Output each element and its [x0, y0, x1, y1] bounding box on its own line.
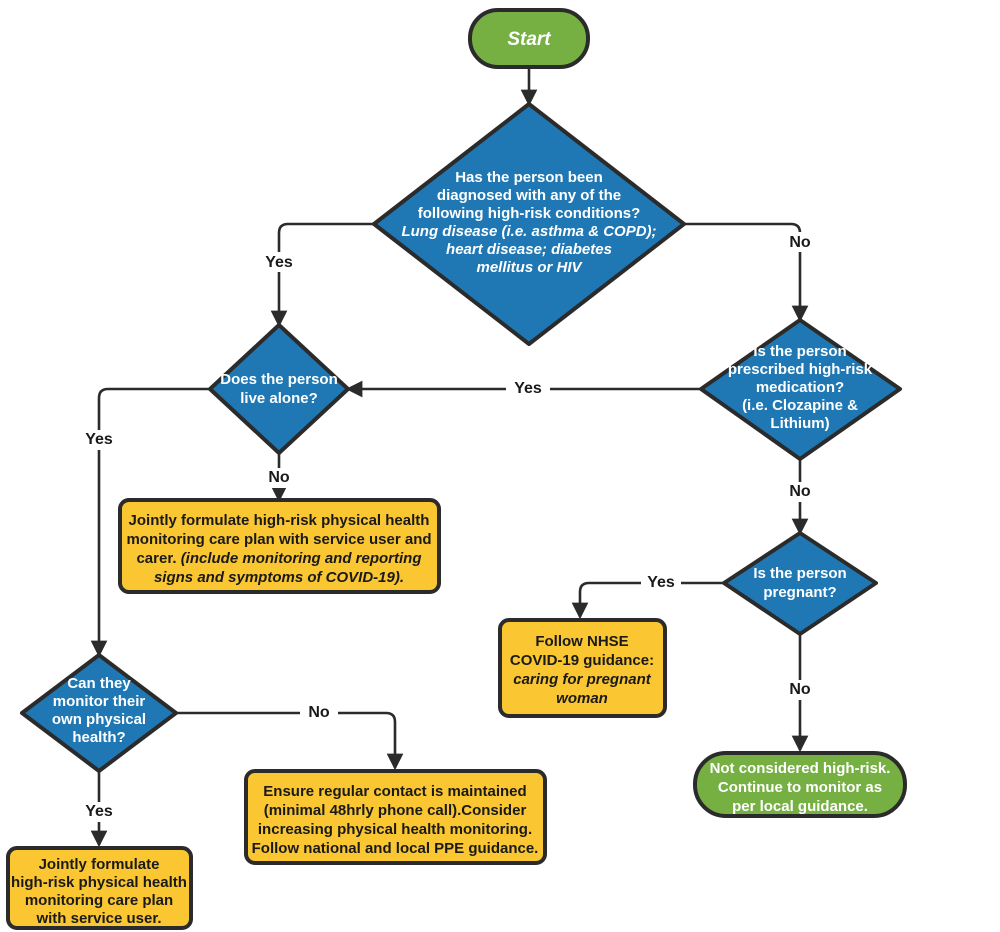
edge-label-live-alone-no: No [268, 469, 290, 486]
node-start[interactable]: Start [468, 8, 590, 69]
edge-label-pregnant-yes: Yes [647, 574, 675, 591]
node-decision-medication[interactable]: Is the person prescribed high-risk medic… [699, 318, 902, 461]
node-process-regular-contact[interactable]: Ensure regular contact is maintained (mi… [244, 769, 547, 865]
edge-labels-layer: Yes No Yes No No Yes Yes No No Yes [79, 232, 819, 822]
edge-label-self-monitor-no: No [308, 704, 330, 721]
node-decision-self-monitor[interactable]: Can they monitor their own physical heal… [20, 653, 178, 773]
edge-conditions-yes [270, 222, 374, 328]
edge-label-live-alone-yes: Yes [85, 431, 113, 448]
edge-label-self-monitor-yes: Yes [85, 803, 113, 820]
node-process-nhse-pregnant[interactable]: Follow NHSE COVID-19 guidance: caring fo… [498, 618, 667, 718]
edge-live-alone-yes [90, 387, 210, 658]
edge-label-conditions-no: No [789, 234, 811, 251]
node-process-care-plan-carer[interactable]: Jointly formulate high-risk physical hea… [118, 498, 441, 594]
node-decision-pregnant[interactable]: Is the person pregnant? [722, 531, 878, 636]
node-decision-conditions[interactable]: Has the person been diagnosed with any o… [372, 102, 686, 346]
edge-pregnant-yes [571, 581, 724, 620]
edge-label-medication-yes: Yes [514, 380, 542, 397]
edge-label-pregnant-no: No [789, 681, 811, 698]
edge-self-monitor-no [176, 711, 404, 771]
node-process-care-plan-user[interactable]: Jointly formulate high-risk physical hea… [6, 846, 193, 930]
node-end-not-high-risk[interactable]: Not considered high-risk. Continue to mo… [693, 751, 907, 818]
edge-label-medication-no: No [789, 483, 811, 500]
node-decision-live-alone[interactable]: Does the person live alone? [208, 323, 350, 455]
edge-label-conditions-yes: Yes [265, 254, 293, 271]
